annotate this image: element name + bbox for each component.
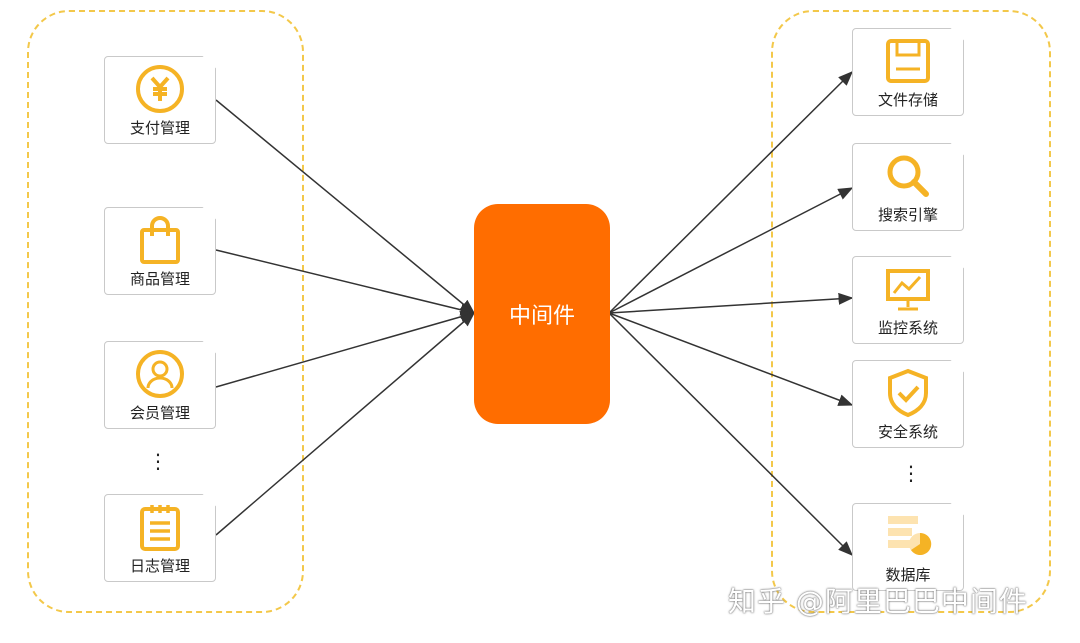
arrow-product [215,249,476,316]
card-product: 商品管理 [104,207,216,295]
card-label: 搜索引擎 [877,206,938,224]
magnifier-icon [887,155,929,197]
arrow-search [608,187,854,314]
middleware-label: 中间件 [508,304,575,329]
card-label: 商品管理 [129,270,190,288]
card-payment: 支付管理 [104,56,216,144]
card-label: 会员管理 [129,404,190,422]
card-security: 安全系统 [852,360,964,448]
left-ellipsis: ⋮ [148,449,168,473]
card-member: 会员管理 [104,341,216,429]
watermark: 知乎 @阿里巴巴中间件 [728,585,1028,618]
left-group-border [27,10,304,613]
card-label: 支付管理 [129,119,190,137]
arrow-monitor [608,292,854,314]
right-ellipsis: ⋮ [901,461,921,485]
card-label: 数据库 [885,566,931,584]
card-database: 数据库 [852,503,964,591]
arrow-file [608,70,854,314]
yen-coin-icon [136,65,184,113]
middleware-box: 中间件 [474,204,610,424]
card-label: 文件存储 [877,91,938,109]
arrow-security [608,312,854,406]
shield-check-icon [888,368,928,418]
card-log: 日志管理 [104,494,216,582]
monitor-chart-icon [886,269,930,311]
database-pie-icon [888,516,932,555]
card-monitoring: 监控系统 [852,256,964,344]
right-group-border [771,10,1051,613]
user-circle-icon [136,350,184,398]
card-search-engine: 搜索引擎 [852,143,964,231]
card-label: 监控系统 [877,319,938,337]
card-file-storage: 文件存储 [852,28,964,116]
arrow-member [215,310,476,388]
arrow-log [215,312,476,536]
card-label: 安全系统 [877,423,938,441]
floppy-disk-icon [886,39,930,83]
shopping-bag-icon [140,216,180,264]
arrow-payment [215,99,476,314]
notepad-icon [140,505,180,551]
arrow-database [608,312,854,557]
card-label: 日志管理 [129,557,190,575]
